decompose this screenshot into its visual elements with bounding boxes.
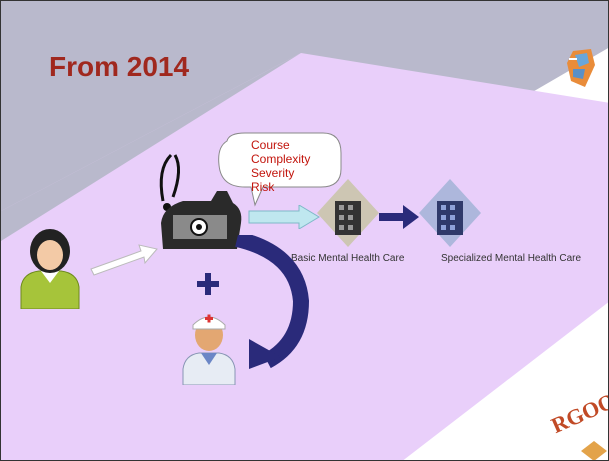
bubble-line-course: Course [251, 138, 290, 152]
bubble-line-complexity: Complexity [251, 152, 311, 166]
gp-bag-icon [159, 153, 242, 249]
slide-title: From 2014 [49, 51, 190, 82]
specialized-care-label: Specialized Mental Health Care [441, 253, 582, 264]
bubble-line-severity: Severity [251, 166, 295, 180]
speech-bubble [218, 132, 342, 207]
rgoo-logo-mark [581, 441, 607, 460]
doctor-icon [182, 314, 236, 385]
referral-arrow [90, 244, 158, 276]
bubble-text: Course Complexity Severity Risk [251, 138, 310, 194]
lavender-diamond [1, 53, 608, 460]
basic-care-label: Basic Mental Health Care [291, 253, 405, 264]
consult-arrow [235, 235, 310, 369]
bubble-line-risk: Risk [251, 180, 275, 194]
escalation-arrow [379, 205, 419, 229]
specialized-care-building-icon [419, 179, 481, 247]
basic-care-building-icon [317, 179, 379, 247]
world-logo-icon [567, 49, 595, 87]
assessment-arrow [248, 205, 320, 229]
patient-icon [20, 229, 80, 309]
plus-icon [197, 273, 219, 295]
